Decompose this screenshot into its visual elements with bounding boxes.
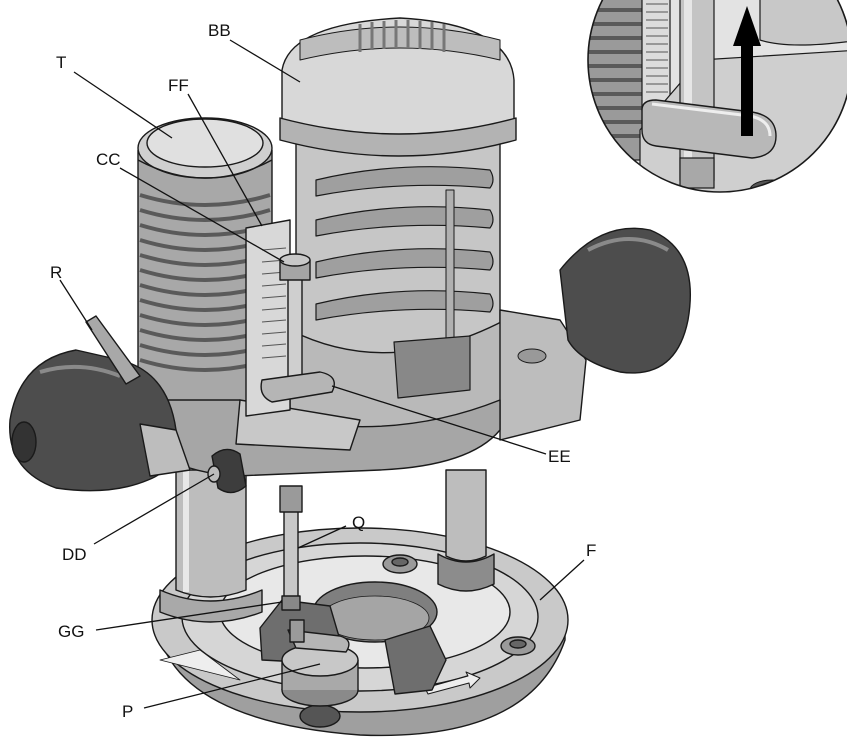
leader-t [73,71,173,139]
leader-cc [119,167,285,263]
leader-ff [187,93,263,227]
callout-q: Q [352,513,365,532]
callout-ee: EE [548,447,571,466]
callout-cc: CC [96,150,121,169]
leader-p [143,663,321,709]
callout-p: P [122,702,133,721]
callout-bb: BB [208,21,231,40]
depth-rod [279,485,359,707]
switch-lever [85,315,141,385]
up-arrow-icon [733,6,761,136]
leader-dd [93,473,215,545]
leader-gg [95,601,283,631]
motor-housing [279,17,517,439]
depth-scale [245,219,291,417]
callout-dd: DD [62,545,87,564]
callout-r: R [50,263,62,282]
leader-ee [331,385,547,455]
leader-r [59,279,93,331]
router-posts [159,469,495,623]
callout-gg: GG [58,622,84,641]
inset-detail [587,0,847,193]
left-handle [9,349,191,492]
leader-lines [59,39,585,709]
callout-labels: BB T FF CC R EE DD Q F GG P [50,21,596,721]
right-handle [499,227,692,441]
leader-q [297,525,347,549]
leader-f [539,559,585,601]
depth-stop [260,253,335,403]
callout-f: F [586,541,596,560]
leader-bb [229,39,301,83]
lock-knob [207,448,247,494]
callout-ff: FF [168,76,189,95]
router-illustration [9,17,692,737]
callout-t: T [56,53,66,72]
